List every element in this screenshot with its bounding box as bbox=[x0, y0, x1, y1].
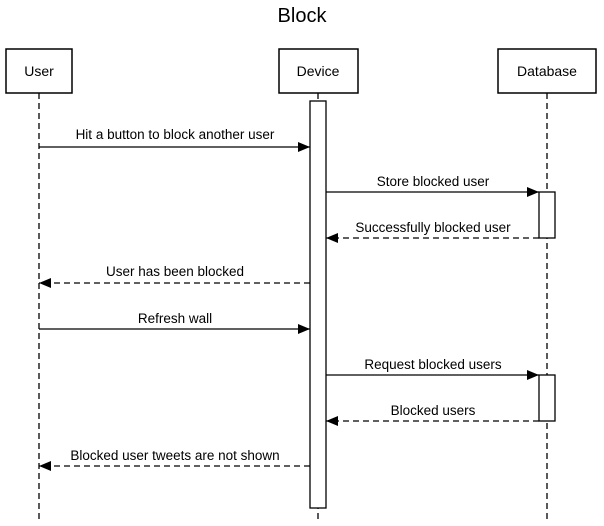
message-6-label: Request blocked users bbox=[364, 357, 502, 372]
message-3-label: Successfully blocked user bbox=[355, 220, 511, 235]
message-5-label: Refresh wall bbox=[138, 311, 212, 326]
message-6: Request blocked users bbox=[326, 357, 539, 380]
message-3: Successfully blocked user bbox=[326, 220, 539, 243]
database-activation-bar-2 bbox=[538, 374, 556, 422]
message-4: User has been blocked bbox=[39, 264, 310, 288]
message-1: Hit a button to block another user bbox=[39, 127, 310, 152]
message-2-label: Store blocked user bbox=[377, 174, 490, 189]
participant-device-label: Device bbox=[297, 63, 340, 79]
database-activation-bar-1 bbox=[538, 191, 556, 239]
message-1-label: Hit a button to block another user bbox=[76, 127, 275, 142]
participant-device: Device bbox=[278, 48, 359, 94]
participant-database: Database bbox=[497, 48, 597, 94]
participant-user-label: User bbox=[24, 63, 54, 79]
message-5: Refresh wall bbox=[39, 311, 310, 334]
message-8: Blocked user tweets are not shown bbox=[39, 448, 310, 471]
device-activation-bar bbox=[309, 100, 327, 509]
message-8-label: Blocked user tweets are not shown bbox=[70, 448, 279, 463]
message-4-label: User has been blocked bbox=[106, 264, 244, 279]
participant-database-label: Database bbox=[517, 63, 577, 79]
message-7: Blocked users bbox=[326, 403, 539, 426]
participant-user: User bbox=[5, 48, 73, 94]
message-7-label: Blocked users bbox=[391, 403, 476, 418]
diagram-title: Block bbox=[278, 5, 328, 27]
message-2: Store blocked user bbox=[326, 174, 539, 197]
